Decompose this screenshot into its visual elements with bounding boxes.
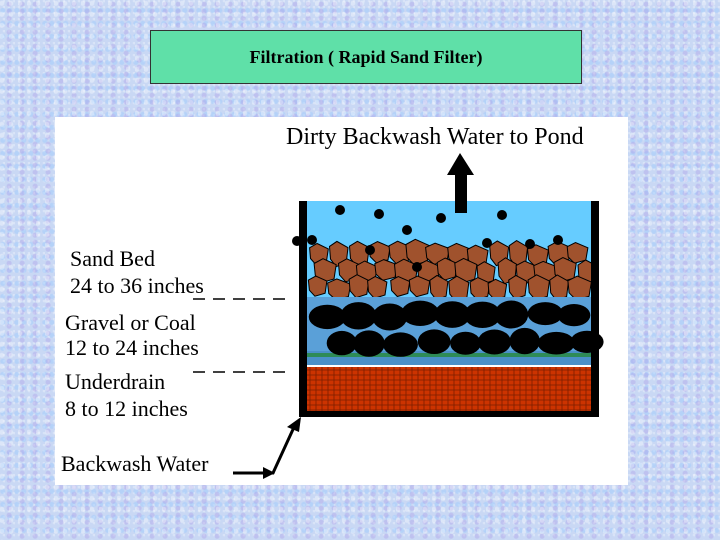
gravel-stone xyxy=(417,329,451,354)
seam-green xyxy=(305,353,595,357)
dirt-particle xyxy=(525,239,535,249)
gravel-stone xyxy=(372,303,408,331)
filter-diagram-panel: Dirty Backwash Water to Pond Sand Bed 24… xyxy=(55,117,628,485)
gravel-stone xyxy=(434,301,471,328)
sand-grain xyxy=(307,275,328,297)
gravel-stone xyxy=(477,329,511,355)
dirt-particle xyxy=(553,235,563,245)
gravel-stone xyxy=(353,330,385,357)
sand-grain xyxy=(390,275,411,298)
underdrain-depth: 8 to 12 inches xyxy=(65,396,188,421)
gravel-stone xyxy=(383,332,418,357)
sand-grain xyxy=(313,258,337,284)
tank-right-wall xyxy=(591,201,599,417)
dirt-particle xyxy=(292,236,302,246)
sand-grain xyxy=(549,274,570,301)
sand-grain xyxy=(527,274,550,301)
backwash-inflow-arrow xyxy=(233,417,301,479)
dirt-particle xyxy=(365,245,375,255)
sand-grain xyxy=(469,276,491,301)
gravel-stone xyxy=(464,301,501,328)
sand-grain xyxy=(487,278,508,301)
sand-grain xyxy=(567,275,592,301)
dirt-particles xyxy=(292,205,563,272)
filter-diagram xyxy=(193,153,604,479)
gravel-stone xyxy=(308,304,346,330)
gravel-stone xyxy=(326,330,357,356)
sand-grain xyxy=(368,241,391,264)
sand-stones xyxy=(307,238,598,303)
gravel-stone xyxy=(401,300,440,326)
underdrain-label: Underdrain xyxy=(65,369,166,394)
gravel-stone xyxy=(527,302,563,326)
dirt-particle xyxy=(412,262,422,272)
tank-left-wall xyxy=(299,201,307,417)
gravel-stone xyxy=(537,331,575,355)
dirty-backwash-label: Dirty Backwash Water to Pond xyxy=(286,124,584,150)
gravel-depth: 12 to 24 inches xyxy=(65,335,199,360)
gravel-stone xyxy=(557,304,591,327)
sand-grain xyxy=(374,259,398,281)
sand-grain xyxy=(367,275,388,299)
dirt-particle xyxy=(402,225,412,235)
sand-grain xyxy=(348,274,370,299)
sand-bed-depth: 24 to 36 inches xyxy=(70,273,204,298)
dirt-particle xyxy=(497,210,507,220)
sand-grain xyxy=(408,275,431,298)
sand-bed-label: Sand Bed xyxy=(70,246,155,271)
backwash-water-label: Backwash Water xyxy=(61,451,209,476)
dirt-particle xyxy=(335,205,345,215)
underdrain-layer xyxy=(305,367,595,412)
slide-title: Filtration ( Rapid Sand Filter) xyxy=(150,30,582,84)
gravel-stone xyxy=(509,327,540,355)
dirt-particle xyxy=(436,213,446,223)
dirt-particle xyxy=(307,235,317,245)
gravel-stones xyxy=(308,300,604,357)
sand-grain xyxy=(429,274,449,301)
dirt-particle xyxy=(482,238,492,248)
gravel-stone xyxy=(340,302,377,330)
sand-grain xyxy=(508,274,528,300)
gravel-label: Gravel or Coal xyxy=(65,310,196,335)
outflow-arrow xyxy=(447,153,474,213)
gravel-stone xyxy=(494,300,529,329)
sand-grain xyxy=(327,278,352,301)
dirt-particle xyxy=(374,209,384,219)
gravel-stone xyxy=(450,331,481,355)
underdrain-grid xyxy=(307,367,591,412)
tank-bottom xyxy=(299,411,599,417)
